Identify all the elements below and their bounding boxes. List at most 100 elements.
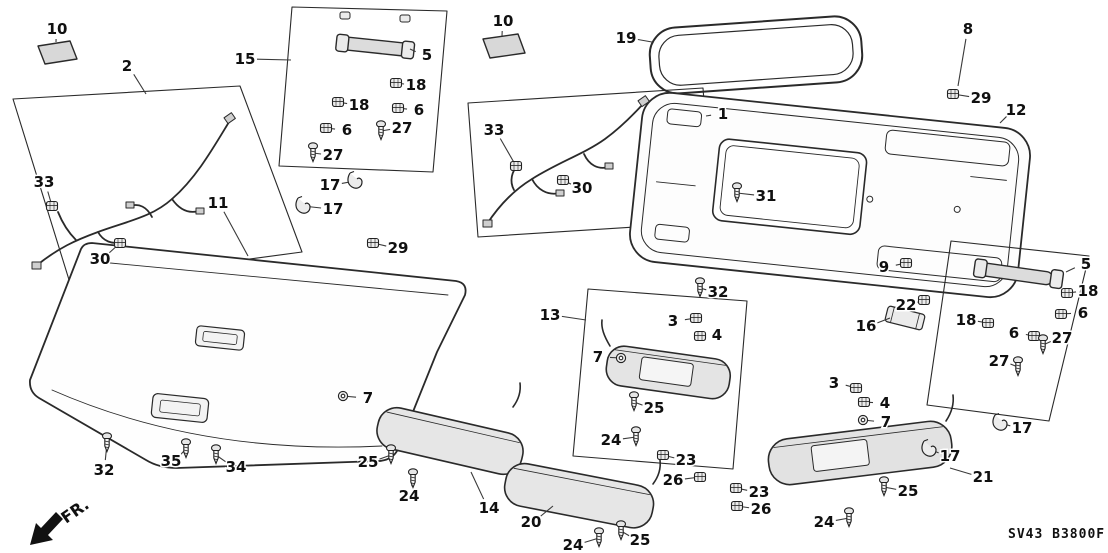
fr-arrow-icon [30,512,63,545]
leader-line [877,317,891,324]
part-label-5: 5 [422,46,432,64]
visor-pivot-rod [945,394,955,422]
clip-part-icon [556,174,570,186]
part-label-3: 3 [668,312,678,330]
leader-line [561,315,587,321]
part-label-33: 33 [34,173,55,191]
part-label-27: 27 [989,352,1010,370]
leader-line [637,38,653,43]
part-label-6: 6 [1009,324,1019,342]
part-label-23: 23 [676,451,697,469]
part-label-29: 29 [388,239,409,257]
part-label-25: 25 [644,399,665,417]
part-label-17: 17 [940,447,961,465]
screw-part-icon [593,527,605,548]
visor-pivot-rod [652,459,662,485]
screw-part-icon [407,468,419,489]
part-label-15: 15 [235,50,256,68]
harness-connector [555,189,565,197]
part-label-12: 12 [1006,101,1027,119]
console-pocket [194,325,246,351]
sun-visor-20 [503,462,655,529]
part-label-34: 34 [226,458,247,476]
part-label-32: 32 [708,283,729,301]
harness-connector [195,207,205,215]
screw-part-icon [628,391,640,412]
part-label-10: 10 [493,12,514,30]
part-label-21: 21 [973,468,994,486]
part-label-18: 18 [349,96,370,114]
harness-box-left [12,85,303,284]
leader-line [256,58,292,61]
leader-line [223,211,249,257]
part-label-17: 17 [320,176,341,194]
part-label-10: 10 [47,20,68,38]
part-label-20: 20 [521,513,542,531]
visor-pivot-rod [512,382,522,408]
part-label-7: 7 [881,413,891,431]
part-label-18: 18 [406,76,427,94]
leader-line [999,115,1008,124]
leader-line [705,114,712,117]
part-label-25: 25 [358,453,379,471]
screw-part-icon [101,432,113,453]
part-label-4: 4 [880,394,890,412]
part-label-17: 17 [1012,419,1033,437]
clip-part-icon [981,317,995,329]
clip-part-icon [899,257,913,269]
part-label-7: 7 [363,389,373,407]
part-label-22: 22 [896,296,917,314]
leader-line [957,38,967,87]
clip-part-icon [656,449,670,461]
part-label-11: 11 [208,194,229,212]
clip-part-icon [689,312,703,324]
harness-connector [223,112,236,125]
diagram-code: SV43 B3800F [1008,527,1105,542]
part-label-24: 24 [601,431,622,449]
part-label-27: 27 [323,146,344,164]
clip-part-icon [730,500,744,512]
sun-visor-boxed [605,345,732,400]
bracket-16 [884,305,926,331]
part-label-27: 27 [1052,329,1073,347]
grommet-part-icon [857,414,869,426]
part-label-19: 19 [616,29,637,47]
roof-trim-left [37,40,78,65]
part-label-25: 25 [630,531,651,549]
clip-part-icon [1060,287,1074,299]
part-label-17: 17 [323,200,344,218]
clip-part-icon [45,200,59,212]
part-label-33: 33 [484,121,505,139]
part-label-30: 30 [572,179,593,197]
clip-part-icon [331,96,345,108]
part-label-16: 16 [856,317,877,335]
clip-part-icon [319,122,333,134]
part-label-2: 2 [122,57,132,75]
part-label-32: 32 [94,461,115,479]
screw-part-icon [878,476,890,497]
clip-part-icon [857,396,871,408]
grab-handle-left [335,33,416,60]
hook-part-icon [347,170,363,189]
screw-part-icon [630,426,642,447]
screw-part-icon [843,507,855,528]
sunroof-seal [648,15,864,95]
part-label-30: 30 [90,250,111,268]
part-label-29: 29 [971,89,992,107]
part-label-6: 6 [1078,304,1088,322]
part-label-18: 18 [1078,282,1099,300]
part-label-9: 9 [879,258,889,276]
visor-box [572,288,748,470]
part-label-7: 7 [593,348,603,366]
clip-part-icon [1027,330,1041,342]
headliner-panel [29,242,467,469]
harness-connector [637,95,650,108]
leader-line [409,48,416,53]
part-label-24: 24 [563,536,584,553]
hardware-box-right [926,240,1090,422]
part-label-6: 6 [342,121,352,139]
part-label-24: 24 [399,487,420,505]
sun-visor-14 [376,406,524,476]
